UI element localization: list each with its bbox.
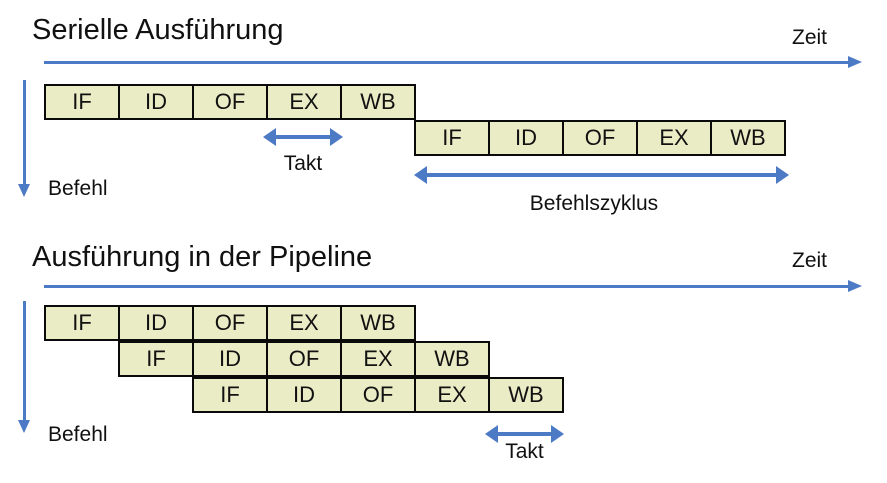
stage-cell: OF	[194, 307, 268, 339]
arrow-head	[848, 56, 862, 68]
arrow-shaft	[23, 301, 26, 422]
pipeline-clock-span-arrow	[485, 425, 564, 443]
serial-cycle-span-arrow	[414, 166, 789, 184]
serial-clock-span-arrow	[263, 128, 343, 146]
serial-time-axis-label: Zeit	[792, 26, 828, 49]
stage-cell: EX	[638, 122, 712, 154]
arrow-shaft	[23, 80, 26, 186]
stage-cell: ID	[268, 379, 342, 411]
pipeline-time-axis-arrow	[44, 280, 862, 293]
stage-cell: WB	[508, 382, 544, 407]
stage-cell: IF	[46, 307, 120, 339]
pipeline-time-axis-label: Zeit	[792, 249, 828, 272]
serial-instruction-axis-title: Befehl	[48, 177, 108, 200]
arrow-head	[414, 166, 427, 184]
stage-cell: IF	[416, 122, 490, 154]
arrow-head	[18, 184, 30, 197]
stage-cell: EX	[342, 343, 416, 375]
arrow-shaft	[273, 135, 333, 139]
pipeline-section-title: Ausführung in der Pipeline	[32, 241, 373, 273]
serial-instruction-axis-arrow	[18, 80, 31, 197]
arrow-head	[551, 425, 564, 443]
pipeline-instruction-2-row: IF ID OF EX WB	[118, 341, 490, 377]
serial-time-axis-arrow	[44, 56, 862, 69]
arrow-head	[18, 420, 30, 433]
arrow-shaft	[44, 285, 850, 288]
stage-cell: OF	[194, 86, 268, 118]
arrow-head	[330, 128, 343, 146]
stage-cell: EX	[416, 379, 490, 411]
arrow-head	[776, 166, 789, 184]
serial-instruction-1-row: IF ID OF EX WB	[44, 84, 416, 120]
stage-cell: ID	[194, 343, 268, 375]
serial-clock-label: Takt	[283, 152, 323, 175]
arrow-head	[848, 280, 862, 292]
pipeline-instruction-1-row: IF ID OF EX WB	[44, 305, 416, 341]
arrow-head	[263, 128, 276, 146]
stage-cell: EX	[268, 307, 342, 339]
arrow-head	[485, 425, 498, 443]
pipeline-clock-label: Takt	[505, 440, 544, 463]
stage-cell: ID	[120, 86, 194, 118]
arrow-shaft	[44, 61, 850, 64]
stage-cell: WB	[730, 125, 766, 150]
stage-cell: WB	[360, 310, 396, 335]
stage-cell: OF	[268, 343, 342, 375]
stage-cell: ID	[120, 307, 194, 339]
pipeline-instruction-3-row: IF ID OF EX WB	[192, 377, 564, 413]
stage-cell: OF	[564, 122, 638, 154]
arrow-shaft	[424, 173, 779, 177]
stage-cell: EX	[268, 86, 342, 118]
serial-cycle-label: Befehlszyklus	[529, 192, 659, 215]
stage-cell: IF	[194, 379, 268, 411]
stage-cell: OF	[342, 379, 416, 411]
stage-cell: IF	[120, 343, 194, 375]
serial-instruction-2-row: IF ID OF EX WB	[414, 120, 786, 156]
arrow-shaft	[495, 432, 554, 436]
stage-cell: WB	[434, 346, 470, 371]
pipeline-instruction-axis-arrow	[18, 301, 31, 433]
stage-cell: WB	[360, 89, 396, 114]
stage-cell: IF	[46, 86, 120, 118]
stage-cell: ID	[490, 122, 564, 154]
pipeline-instruction-axis-title: Befehl	[48, 423, 108, 446]
serial-section-title: Serielle Ausführung	[32, 14, 284, 46]
